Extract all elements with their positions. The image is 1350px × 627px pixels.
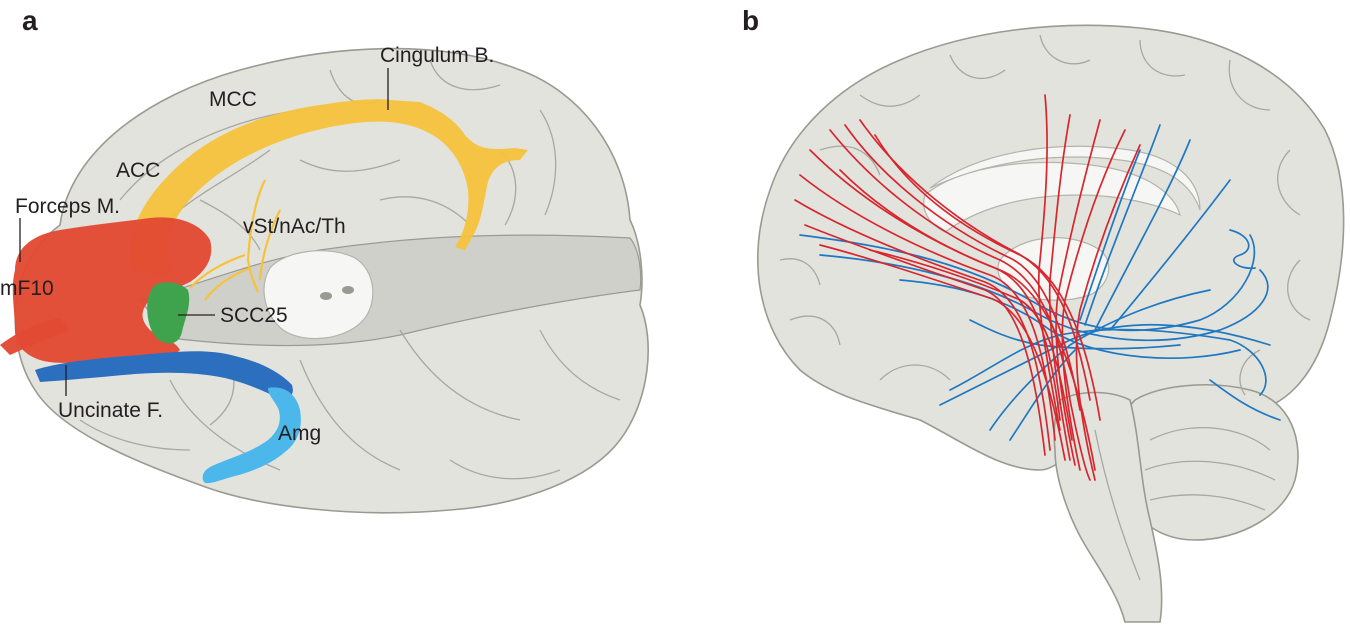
nucleus-dot-2 (342, 286, 354, 294)
gyri-b (779, 34, 1311, 581)
label-cingulum: Cingulum B. (380, 44, 494, 67)
panel-a-label: a (22, 5, 38, 36)
fibers-red (794, 94, 1141, 481)
label-amg: Amg (278, 422, 321, 445)
nucleus-dot-1 (320, 292, 332, 300)
cingulum-bundle (129, 99, 528, 278)
panel-b-label: b (742, 5, 759, 36)
tracts-a (0, 99, 528, 484)
label-mf10: mF10 (0, 277, 54, 300)
brainstem-section (263, 250, 374, 340)
forceps-minor-lower (0, 318, 70, 355)
label-uncinate: Uncinate F. (58, 399, 163, 422)
scc25-region (147, 282, 190, 344)
labels-a: Cingulum B. MCC ACC Forceps M. vSt/nAc/T… (0, 44, 494, 445)
corpus-callosum (929, 145, 1201, 211)
amygdala-tract (202, 387, 301, 484)
label-scc25: SCC25 (220, 304, 288, 327)
label-forceps: Forceps M. (15, 195, 120, 218)
cingulum-thin-fibres (189, 179, 281, 301)
label-mcc: MCC (209, 88, 257, 111)
uncinate-fasciculus (35, 351, 293, 399)
label-acc: ACC (116, 159, 160, 182)
label-vst: vSt/nAc/Th (243, 215, 346, 238)
